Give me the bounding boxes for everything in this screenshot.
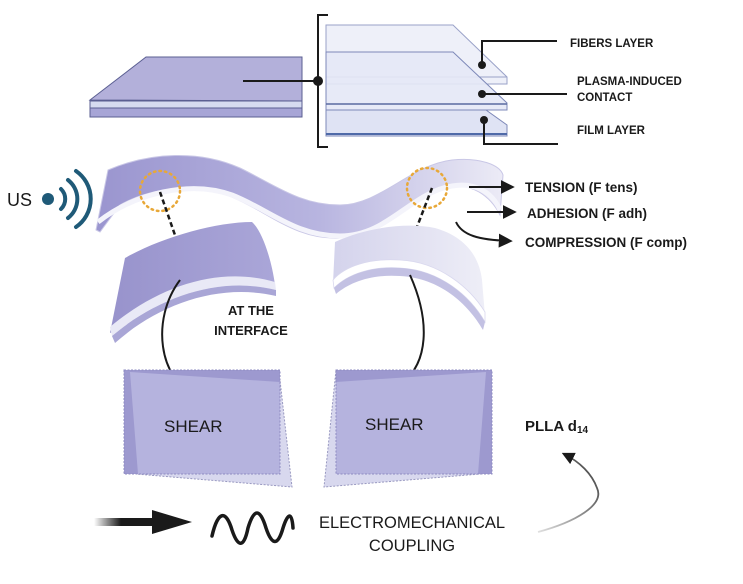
shear-block-right-face bbox=[336, 372, 486, 474]
bent-composite-film bbox=[96, 182, 503, 239]
shear-block-left-face bbox=[130, 372, 280, 474]
film-layer-callout-dot bbox=[480, 116, 488, 124]
us-wave-2 bbox=[66, 178, 80, 220]
shear-label-right: SHEAR bbox=[365, 415, 424, 434]
input-arrow-tail bbox=[94, 518, 154, 526]
plasma-contact-label-line1: PLASMA-INDUCED bbox=[577, 76, 682, 88]
bent-composite bbox=[95, 155, 504, 239]
exploded-layers bbox=[325, 24, 508, 137]
interface-highlight-right bbox=[405, 166, 449, 210]
fibers-layer-callout-line bbox=[481, 40, 557, 65]
layer-bracket bbox=[317, 14, 328, 148]
material-subscript: 14 bbox=[577, 425, 589, 436]
shear-block-right bbox=[323, 369, 493, 488]
material-label: PLLA d14 bbox=[525, 418, 588, 436]
coupling-label-line2: COUPLING bbox=[369, 537, 455, 555]
film-layer-sheet bbox=[325, 109, 508, 137]
interface-piece-right bbox=[332, 225, 486, 330]
plasma-contact-sheet bbox=[325, 51, 508, 111]
shear-label-left: SHEAR bbox=[164, 417, 223, 436]
material-name: PLLA d bbox=[525, 418, 577, 435]
interface-piece-left bbox=[110, 222, 276, 343]
composite-sheet-bottom bbox=[89, 107, 303, 118]
fibers-layer-label: FIBERS LAYER bbox=[570, 38, 654, 50]
interface-label-line2: INTERFACE bbox=[214, 323, 288, 338]
compression-arrow bbox=[455, 221, 513, 248]
coupling-label-line1: ELECTROMECHANICAL bbox=[319, 514, 505, 532]
sine-wave-icon bbox=[210, 511, 295, 545]
interface-piece-left-base bbox=[112, 285, 276, 343]
force-label-tension: TENSION (F tens) bbox=[525, 180, 638, 195]
interface-piece-left-film bbox=[110, 276, 276, 336]
us-source-dot bbox=[42, 193, 54, 205]
ultrasound-wave-icon bbox=[42, 169, 93, 229]
feedback-curve-arrow bbox=[537, 452, 600, 533]
fibers-layer-callout-dot bbox=[478, 61, 486, 69]
curved-arrow-right bbox=[395, 274, 425, 388]
shear-block-left-outline bbox=[123, 369, 281, 475]
shear-block-right-outline bbox=[335, 369, 493, 475]
composite-sheet bbox=[88, 56, 303, 118]
interface-label-line1: AT THE bbox=[228, 303, 274, 318]
film-layer-label: FILM LAYER bbox=[577, 125, 646, 137]
us-wave-3 bbox=[74, 169, 93, 229]
input-arrow-head bbox=[152, 510, 192, 534]
us-wave-1 bbox=[59, 187, 68, 211]
interface-piece-right-base bbox=[334, 267, 485, 330]
plasma-contact-callout-dot bbox=[478, 90, 486, 98]
film-layer-callout-line bbox=[483, 120, 558, 145]
interface-highlight-left bbox=[138, 169, 182, 213]
us-label: US bbox=[7, 190, 32, 210]
shear-block-left bbox=[123, 369, 293, 488]
plasma-contact-label-line2: CONTACT bbox=[577, 92, 632, 104]
interface-piece-right-body bbox=[333, 225, 485, 316]
dashed-connector-left bbox=[158, 191, 178, 239]
force-label-adhesion: ADHESION (F adh) bbox=[527, 206, 647, 221]
force-label-compression: COMPRESSION (F comp) bbox=[525, 235, 687, 250]
composite-sheet-mid bbox=[89, 100, 303, 109]
composite-sheet-top bbox=[88, 56, 303, 102]
